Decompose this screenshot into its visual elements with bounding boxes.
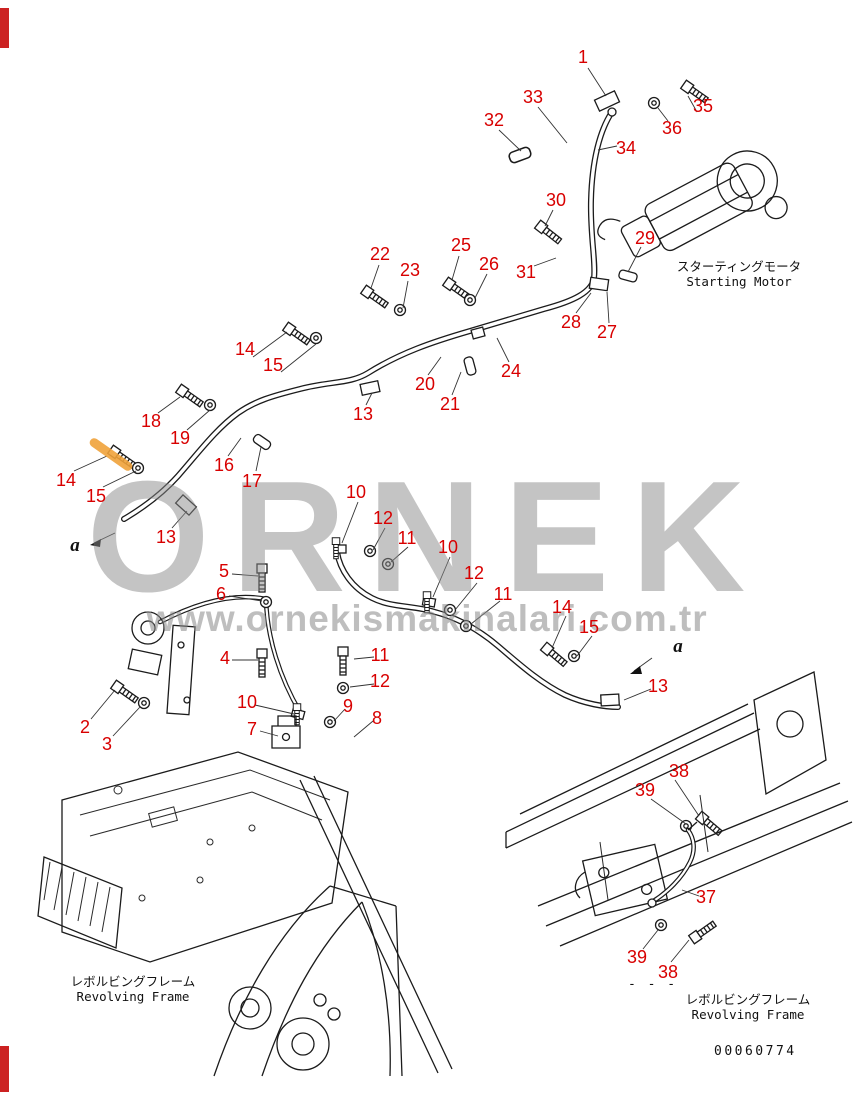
starting-motor-label-en: Starting Motor <box>686 274 792 289</box>
sensor-bracket-drawing <box>127 611 301 749</box>
revolving-frame-left-label-jp: レボルビングフレーム <box>70 974 196 989</box>
revolving-frame-right-label: レボルビングフレーム Revolving Frame <box>668 992 828 1022</box>
revolving-frame-left-drawing <box>37 751 453 1077</box>
bolts-drawing <box>107 79 725 945</box>
starting-motor-label: スターティングモータ Starting Motor <box>671 259 807 289</box>
revolving-frame-right-label-jp: レボルビングフレーム <box>685 992 811 1007</box>
dash-note: - - - <box>628 977 678 992</box>
scan-registration-mark <box>0 1046 9 1092</box>
fittings-drawing <box>174 90 639 721</box>
revolving-frame-left-label: レボルビングフレーム Revolving Frame <box>58 974 208 1004</box>
revolving-frame-right-drawing <box>505 671 853 947</box>
starting-motor-label-jp: スターティングモータ <box>676 259 802 274</box>
harness-drawing <box>121 109 621 715</box>
starting-motor-drawing <box>597 150 788 258</box>
scan-registration-mark <box>0 8 9 48</box>
section-arrows <box>90 532 653 674</box>
revolving-frame-right-label-en: Revolving Frame <box>691 1007 805 1022</box>
leader-lines <box>73 67 700 963</box>
revolving-frame-left-label-en: Revolving Frame <box>76 989 190 1004</box>
document-number: 00060774 <box>714 1044 797 1059</box>
washers-drawing <box>131 96 693 932</box>
